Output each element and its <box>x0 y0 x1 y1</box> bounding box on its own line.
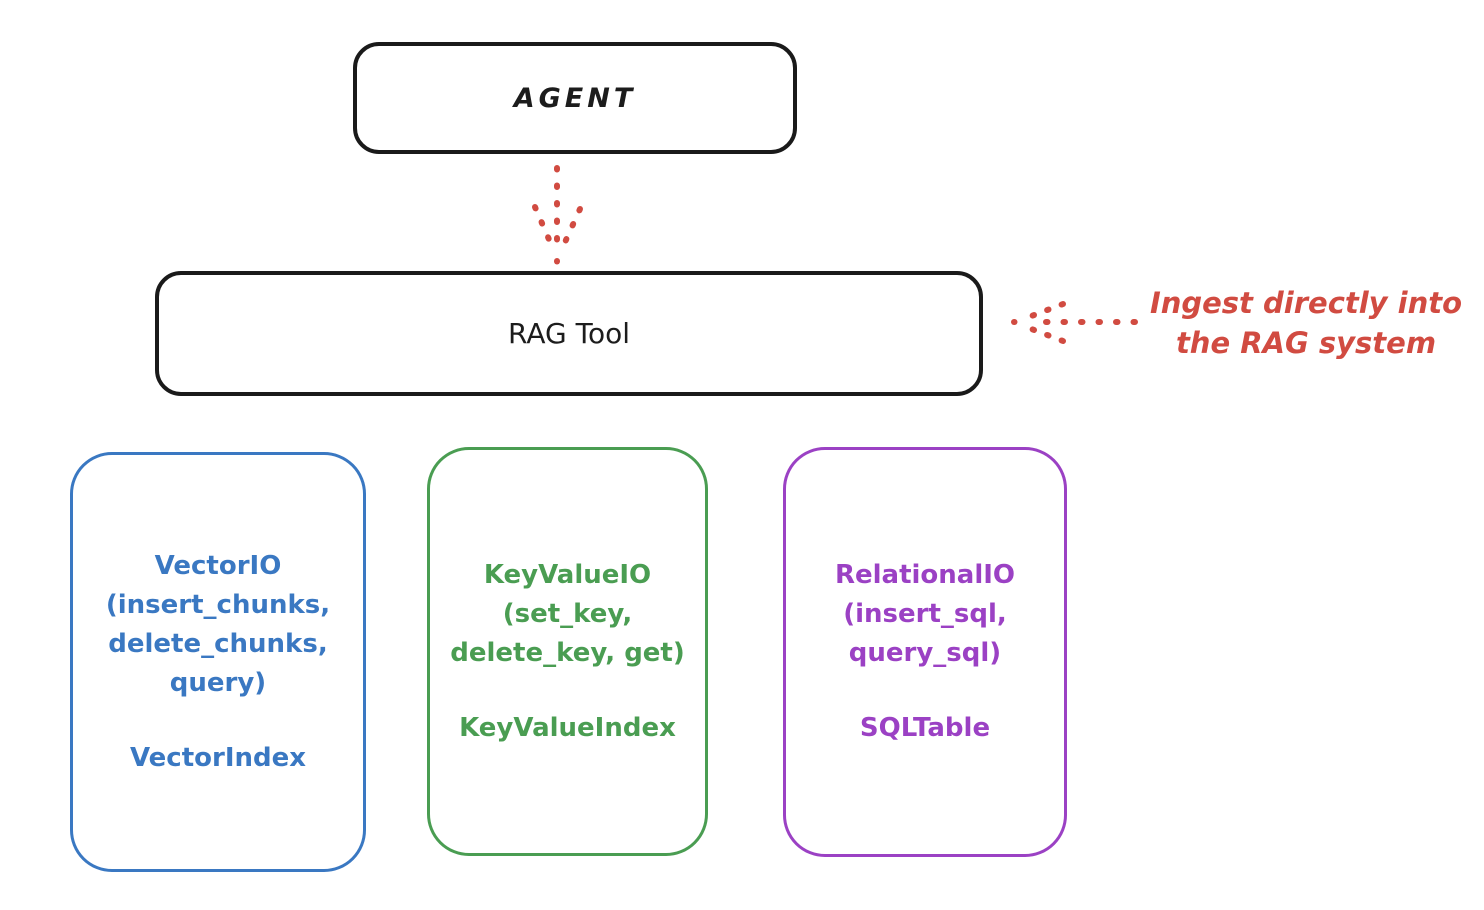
vector-io-line: delete_chunks, <box>108 628 328 659</box>
annotation-line2: the RAG system <box>1175 326 1437 360</box>
vector-io-card: VectorIO (insert_chunks, delete_chunks, … <box>70 452 366 872</box>
agent-label: AGENT <box>513 82 637 114</box>
vector-io-line: query) <box>169 667 267 698</box>
annotation-to-rag-arrow <box>1011 301 1138 344</box>
relational-io-card: RelationalIO (insert_sql, query_sql) SQL… <box>783 447 1067 857</box>
relational-io-line: RelationalIO <box>834 560 1016 590</box>
agent-box: AGENT <box>353 42 797 154</box>
relational-io-line: query_sql) <box>848 638 1002 668</box>
annotation-text: Ingest directly into the RAG system <box>1138 283 1474 363</box>
rag-tool-box: RAG Tool <box>155 271 983 396</box>
annotation-line1: Ingest directly into <box>1149 286 1463 320</box>
keyvalue-index-label: KeyValueIndex <box>459 712 676 743</box>
relational-io-line: (insert_sql, <box>843 599 1007 629</box>
vector-io-line: (insert_chunks, <box>105 589 331 620</box>
rag-tool-label: RAG Tool <box>508 317 630 350</box>
sql-table-label: SQLTable <box>859 713 991 743</box>
keyvalue-io-line: (set_key, <box>502 598 633 629</box>
keyvalue-io-line: delete_key, get) <box>450 637 685 668</box>
vector-index-label: VectorIndex <box>129 742 307 773</box>
agent-to-rag-arrow <box>532 165 583 265</box>
keyvalue-io-card: KeyValueIO (set_key, delete_key, get) Ke… <box>427 447 708 856</box>
vector-io-line: VectorIO <box>154 550 282 581</box>
keyvalue-io-line: KeyValueIO <box>483 559 652 590</box>
